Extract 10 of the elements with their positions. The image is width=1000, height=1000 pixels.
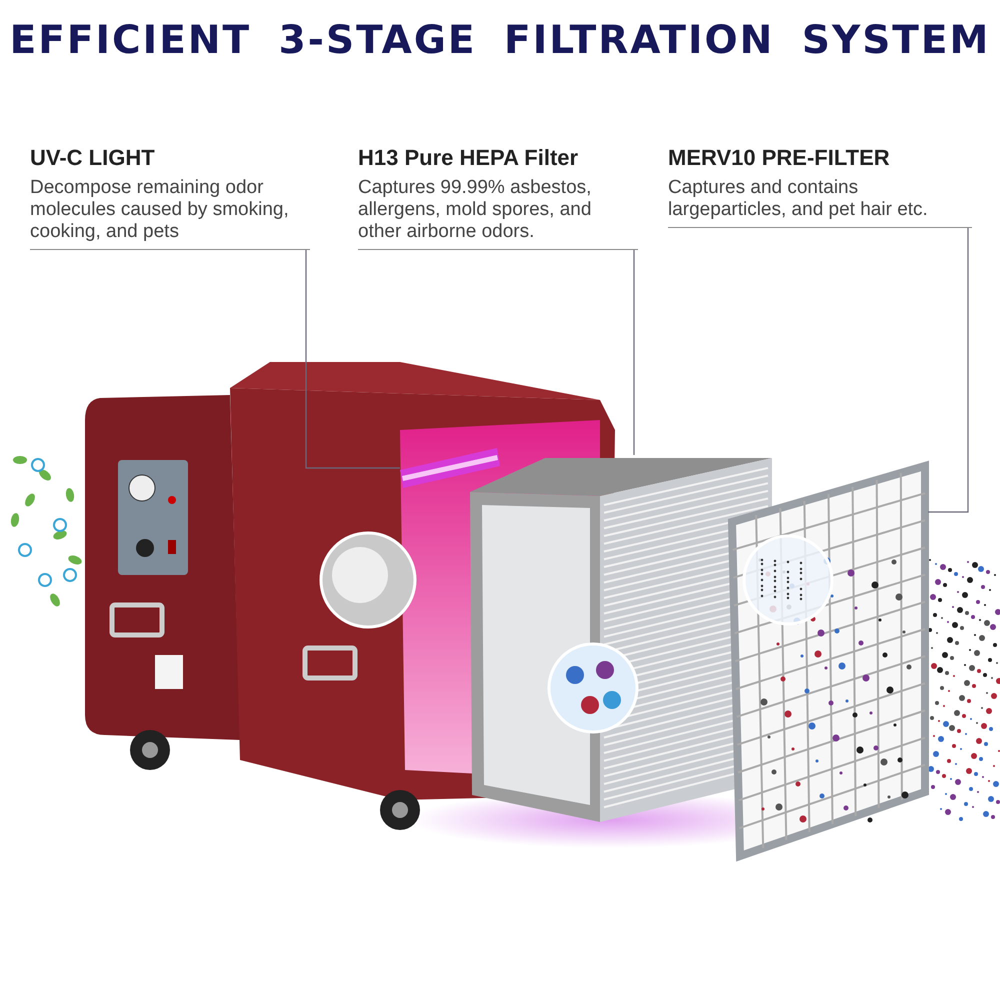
leader-line: [633, 250, 635, 455]
callout-heading: H13 Pure HEPA Filter: [358, 145, 578, 171]
callout-heading: UV-C LIGHT: [30, 145, 155, 171]
callout-text: Captures and contains largeparticles, and pet hair etc.: [668, 177, 929, 221]
leader-line: [928, 228, 969, 513]
leader-line: [305, 250, 400, 469]
title: EFFICIENT 3-STAGE FILTRATION SYSTEM: [8, 18, 992, 63]
callout-heading: MERV10 PRE-FILTER: [668, 145, 890, 171]
callout-text: Captures 99.99% asbestos, allergens, mold spores, and other airborne odors.: [358, 177, 592, 243]
callout-text: Decompose remaining odor molecules caused by smoking, cooking, and pets: [30, 177, 290, 243]
